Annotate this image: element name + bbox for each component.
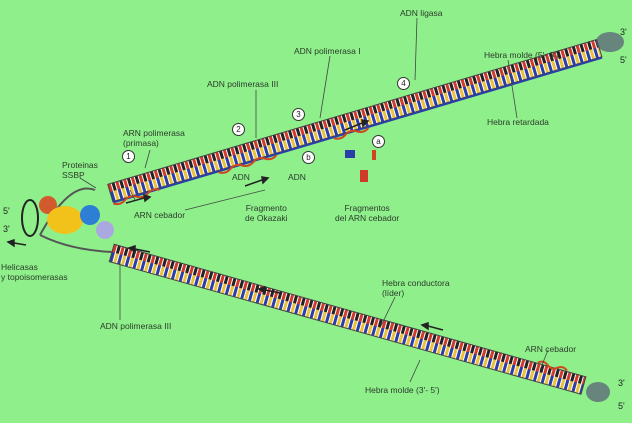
primer-3 xyxy=(333,127,370,140)
label-frag-arn-line2: del ARN cebador xyxy=(335,213,400,223)
label-conductora-line2: (líder) xyxy=(382,288,405,298)
helicase-complex xyxy=(21,187,114,253)
label-adn-polimerasa-1: ADN polimerasa I xyxy=(294,46,361,56)
end-top-right-5: 5' xyxy=(620,55,627,65)
label-helicasas-line1: Helicasas xyxy=(1,262,38,272)
label-arn-polimerasa-line1: ARN polimerasa xyxy=(123,128,185,138)
label-hebra-molde-5-3: Hebra molde (5'- 3') xyxy=(484,50,559,60)
label-okazaki-line2: de Okazaki xyxy=(245,213,288,223)
label-helicasas-line2: y topoisomerasas xyxy=(1,272,68,282)
step-3-marker: 3 xyxy=(292,108,305,121)
label-adn-2: ADN xyxy=(288,172,306,182)
helix-end-top xyxy=(596,32,624,52)
label-arn-polimerasa-line2: (primasa) xyxy=(123,138,159,148)
label-okazaki-line1: Fragmento xyxy=(245,203,287,213)
end-bottom-right-3: 3' xyxy=(618,378,625,388)
step-b-marker: b xyxy=(302,151,315,164)
step-1-marker: 1 xyxy=(122,150,135,163)
label-hebra-retardada: Hebra retardada xyxy=(487,117,549,127)
end-left-3: 3' xyxy=(3,224,10,234)
released-primer-fragments xyxy=(345,150,376,182)
step-2-marker: 2 xyxy=(232,123,245,136)
label-arn-cebador-top: ARN cebador xyxy=(134,210,186,220)
leading-strand xyxy=(108,243,587,395)
label-arn-polimerasa: ARN polimerasa(primasa) xyxy=(123,128,185,148)
label-adn-polimerasa-3-top: ADN polimerasa III xyxy=(207,79,279,89)
step-a-marker: a xyxy=(372,135,385,148)
label-adn-polimerasa-3-bottom: ADN polimerasa III xyxy=(100,321,172,331)
label-hebra-molde-3-5: Hebra molde (3'- 5') xyxy=(365,385,440,395)
label-ssbp-line2: SSBP xyxy=(62,170,85,180)
primer-2 xyxy=(218,154,278,174)
label-frag-arn-line1: Fragmentos xyxy=(344,203,390,213)
helix-end-bottom xyxy=(586,382,610,402)
direction-arrows xyxy=(6,119,444,331)
lagging-strand xyxy=(107,38,603,206)
end-bottom-right-5: 5' xyxy=(618,401,625,411)
end-top-right-3: 3' xyxy=(620,27,627,37)
primer-1 xyxy=(113,188,160,206)
label-adn-1: ADN xyxy=(232,172,250,182)
label-ssbp-line1: Proteinas xyxy=(62,160,98,170)
label-conductora-line1: Hebra conductora xyxy=(382,278,450,288)
label-hebra-conductora: Hebra conductora(líder) xyxy=(382,278,450,298)
end-left-5: 5' xyxy=(3,206,10,216)
step-4-marker: 4 xyxy=(397,77,410,90)
leader-lines xyxy=(79,17,549,383)
label-arn-cebador-bottom: ARN cebador xyxy=(525,344,577,354)
label-adn-ligasa: ADN ligasa xyxy=(400,8,443,18)
